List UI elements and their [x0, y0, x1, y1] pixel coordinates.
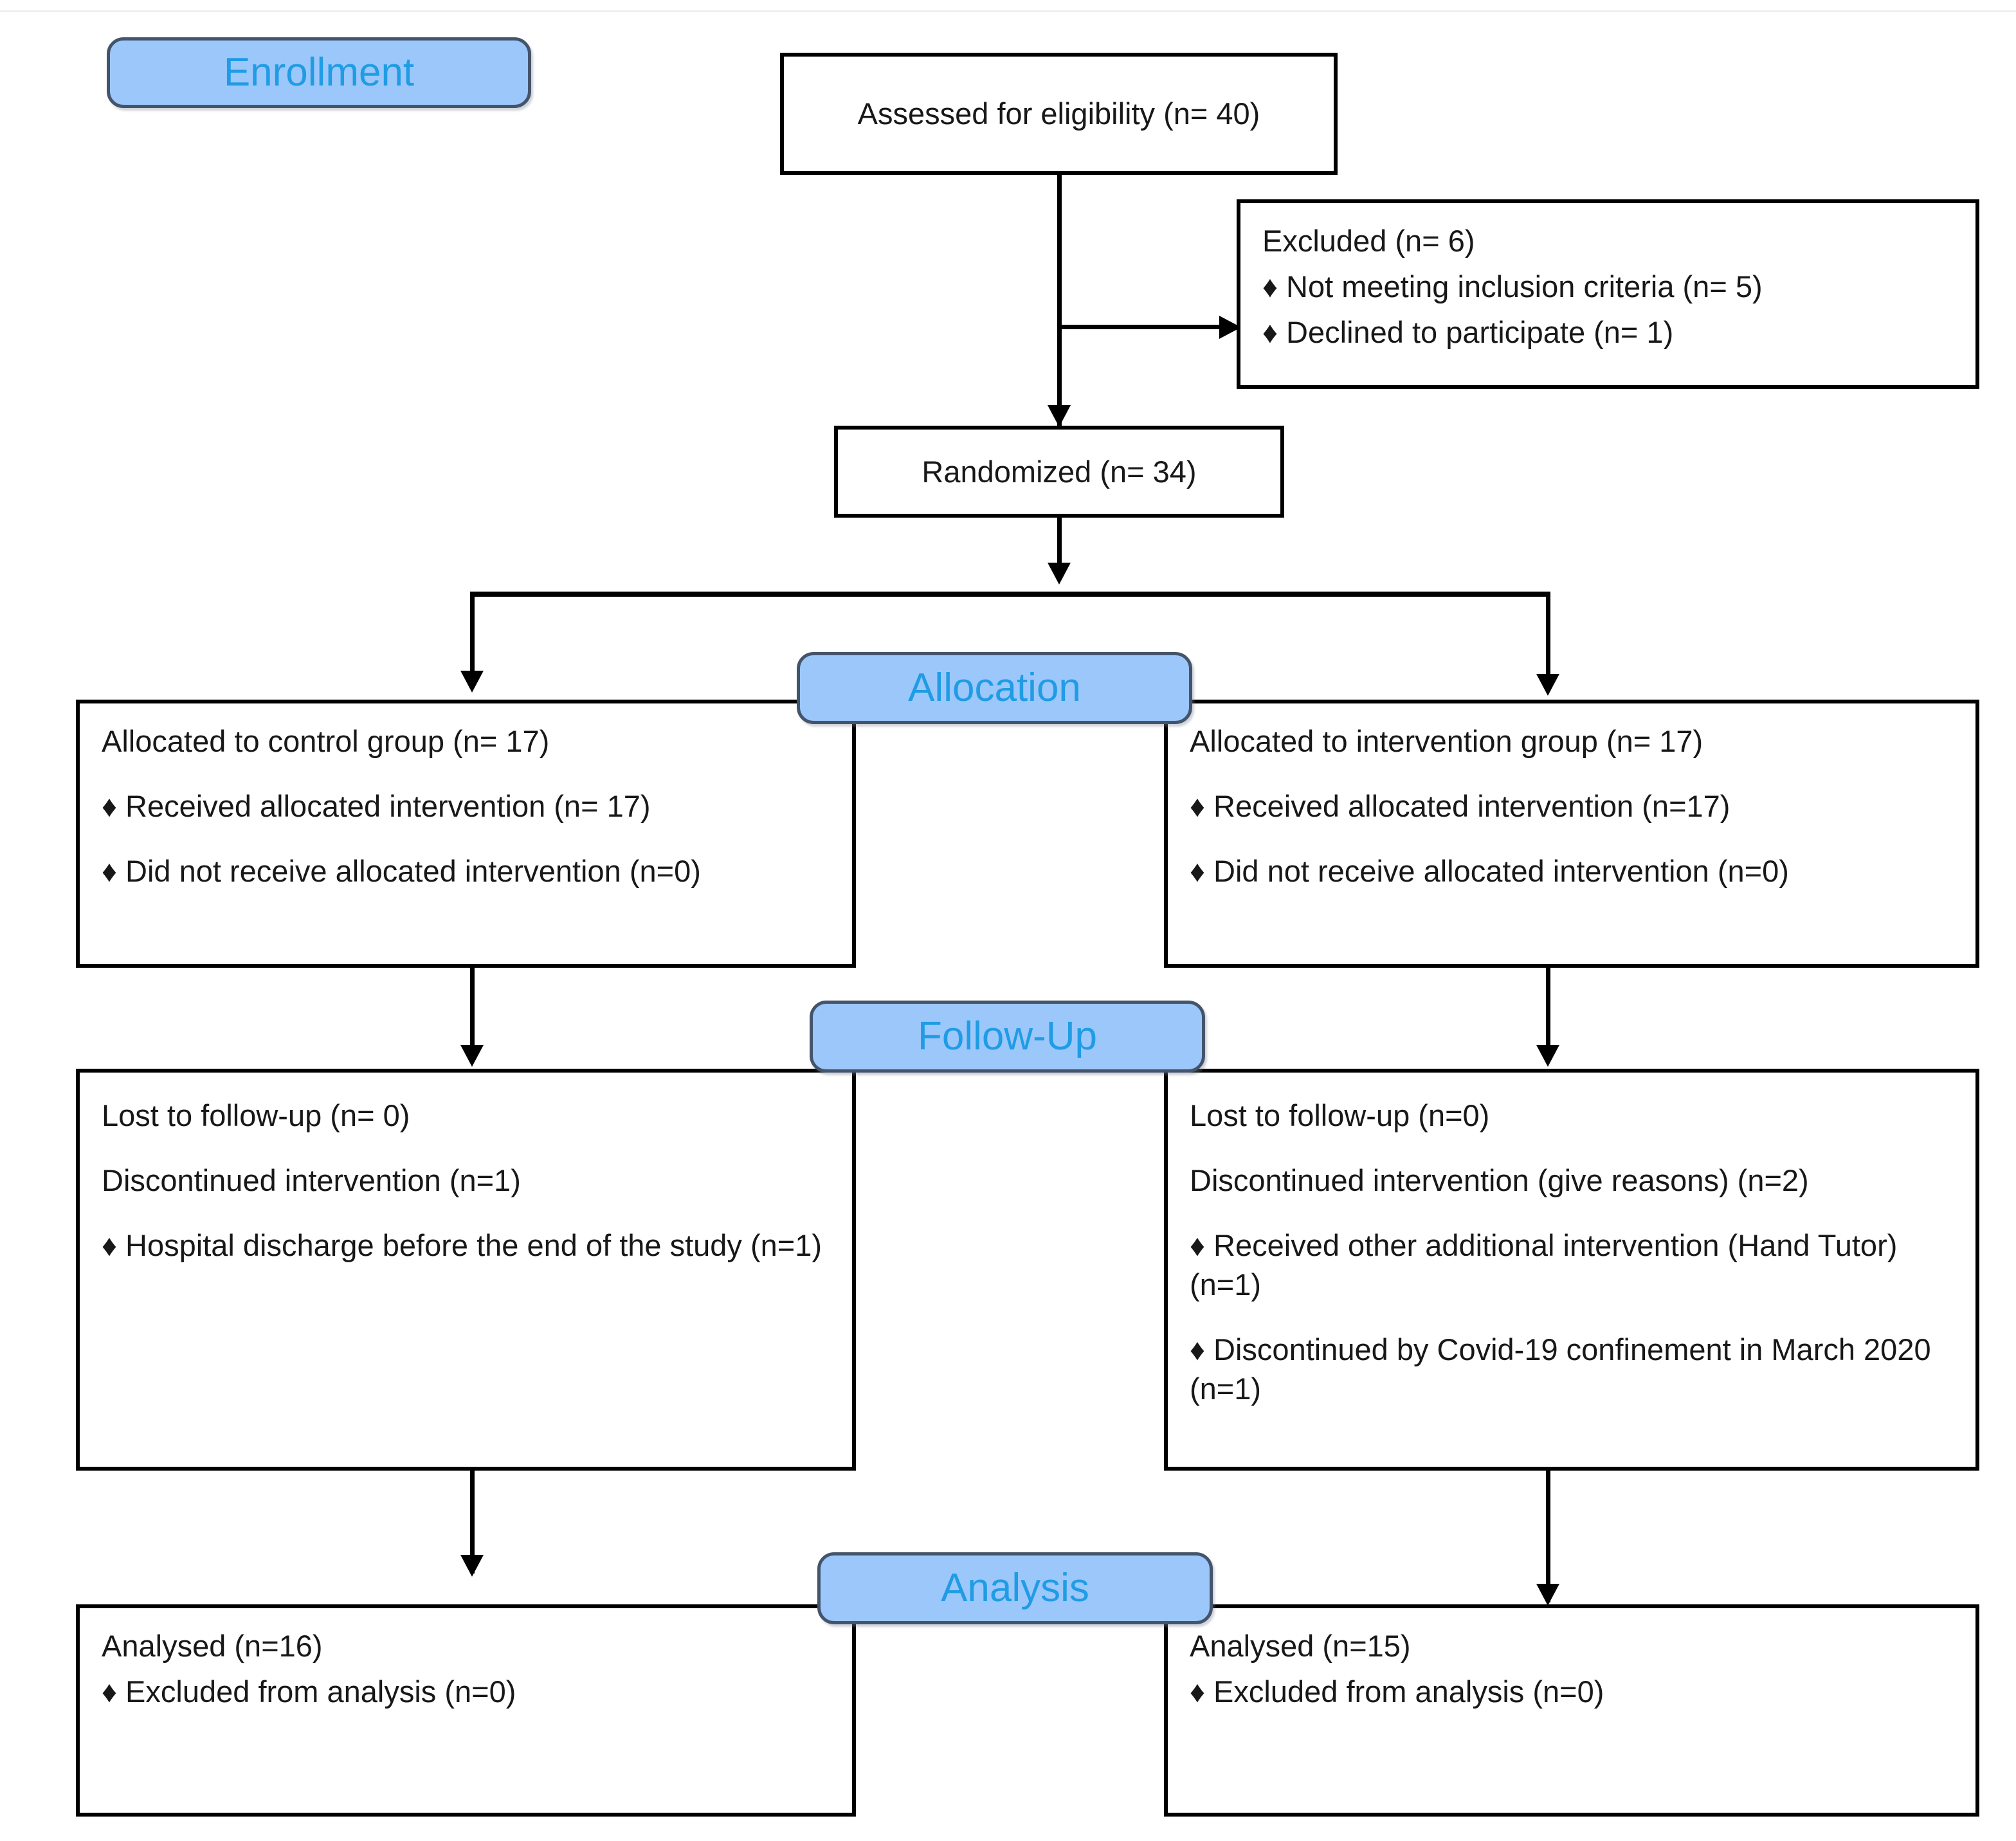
top-divider	[0, 10, 2016, 12]
stage-label-followup: Follow-Up	[810, 1001, 1205, 1073]
stage-label-allocation-text: Allocation	[908, 666, 1081, 710]
node-allocated-control: Allocated to control group (n= 17) ♦ Rec…	[76, 700, 856, 968]
arrowhead-analysis-control	[460, 1555, 484, 1577]
stage-label-analysis: Analysis	[817, 1552, 1213, 1624]
connector-alloc-intervention-to-followup	[1546, 968, 1550, 1061]
stage-label-enrollment-text: Enrollment	[223, 50, 415, 95]
randomized-line-1: Randomized (n= 34)	[922, 454, 1197, 489]
connector-split-bar	[470, 592, 1550, 597]
arrowhead-followup-intervention	[1536, 1045, 1559, 1067]
connector-split-left-down	[470, 592, 475, 685]
followup-control-line-2: Discontinued intervention (n=1)	[102, 1163, 521, 1198]
node-allocated-intervention: Allocated to intervention group (n= 17) …	[1164, 700, 1979, 968]
connector-randomized-down	[1057, 518, 1062, 577]
followup-intervention-line-2: Discontinued intervention (give reasons)…	[1190, 1163, 1809, 1198]
connector-alloc-control-to-followup	[470, 968, 475, 1061]
analysis-intervention-line-1: Analysed (n=15)	[1190, 1629, 1411, 1663]
excluded-line-2: ♦ Not meeting inclusion criteria (n= 5)	[1262, 269, 1763, 304]
stage-label-allocation: Allocation	[797, 652, 1192, 724]
node-analysis-intervention: Analysed (n=15) ♦ Excluded from analysis…	[1164, 1604, 1979, 1817]
excluded-line-1: Excluded (n= 6)	[1262, 224, 1475, 258]
alloc-intervention-line-3: ♦ Did not receive allocated intervention…	[1190, 854, 1789, 889]
arrowhead-alloc-control	[460, 671, 484, 693]
connector-assessed-to-randomized	[1057, 175, 1062, 426]
arrowhead-split	[1048, 563, 1071, 585]
followup-control-line-1: Lost to follow-up (n= 0)	[102, 1098, 410, 1132]
connector-followup-control-to-analysis	[470, 1471, 475, 1573]
assessed-line-1: Assessed for eligibility (n= 40)	[857, 96, 1260, 131]
alloc-control-line-3: ♦ Did not receive allocated intervention…	[102, 854, 701, 889]
arrowhead-followup-control	[460, 1045, 484, 1067]
stage-label-analysis-text: Analysis	[941, 1566, 1089, 1610]
stage-label-enrollment: Enrollment	[107, 37, 531, 108]
connector-split-right-down	[1546, 592, 1550, 688]
followup-intervention-line-3: ♦ Received other additional intervention…	[1190, 1228, 1898, 1302]
connector-followup-intervention-to-analysis	[1546, 1471, 1550, 1602]
arrowhead-alloc-intervention	[1536, 674, 1559, 696]
analysis-control-line-2: ♦ Excluded from analysis (n=0)	[102, 1674, 516, 1709]
connector-to-excluded	[1060, 325, 1233, 329]
followup-intervention-line-4: ♦ Discontinued by Covid-19 confinement i…	[1190, 1332, 1931, 1406]
node-assessed-for-eligibility: Assessed for eligibility (n= 40)	[780, 53, 1338, 175]
arrowhead-analysis-intervention	[1536, 1584, 1559, 1606]
followup-control-line-3: ♦ Hospital discharge before the end of t…	[102, 1228, 822, 1263]
alloc-control-line-2: ♦ Received allocated intervention (n= 17…	[102, 789, 651, 824]
alloc-intervention-line-2: ♦ Received allocated intervention (n=17)	[1190, 789, 1730, 824]
node-randomized: Randomized (n= 34)	[834, 426, 1284, 518]
stage-label-followup-text: Follow-Up	[917, 1014, 1098, 1058]
node-followup-intervention: Lost to follow-up (n=0) Discontinued int…	[1164, 1069, 1979, 1471]
node-excluded: Excluded (n= 6) ♦ Not meeting inclusion …	[1237, 199, 1979, 389]
node-analysis-control: Analysed (n=16) ♦ Excluded from analysis…	[76, 1604, 856, 1817]
node-followup-control: Lost to follow-up (n= 0) Discontinued in…	[76, 1069, 856, 1471]
alloc-control-line-1: Allocated to control group (n= 17)	[102, 724, 550, 758]
alloc-intervention-line-1: Allocated to intervention group (n= 17)	[1190, 724, 1703, 758]
analysis-control-line-1: Analysed (n=16)	[102, 1629, 323, 1663]
excluded-line-3: ♦ Declined to participate (n= 1)	[1262, 315, 1674, 350]
analysis-intervention-line-2: ♦ Excluded from analysis (n=0)	[1190, 1674, 1604, 1709]
arrowhead-randomized	[1048, 405, 1071, 427]
followup-intervention-line-1: Lost to follow-up (n=0)	[1190, 1098, 1490, 1132]
